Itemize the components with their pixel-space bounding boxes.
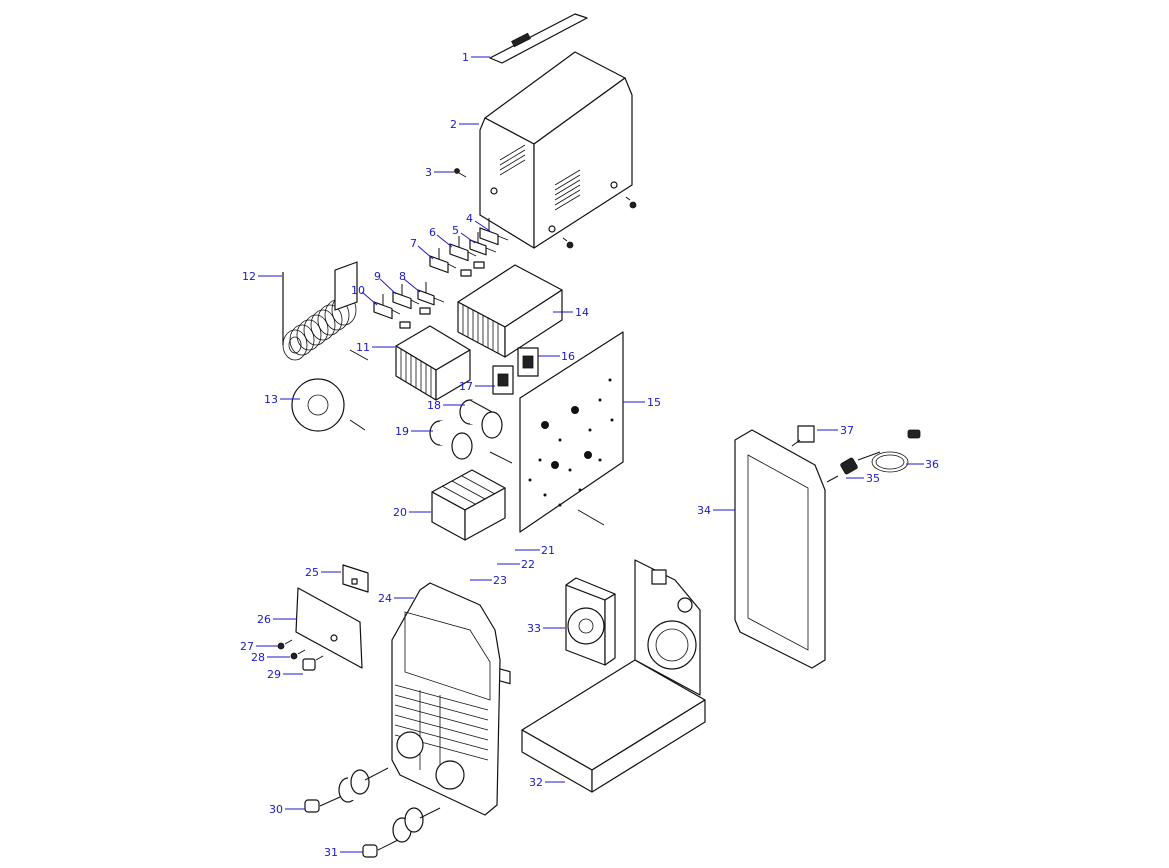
part-cover-screw (454, 168, 637, 249)
callout-6: 6 (429, 226, 453, 248)
callout-23: 23 (470, 574, 507, 587)
callout-16: 16 (538, 350, 575, 363)
part-capacitors (429, 399, 513, 464)
part-handle-strap (489, 13, 588, 64)
callout-number: 18 (427, 399, 441, 412)
callout-10: 10 (351, 284, 378, 306)
callout-number: 34 (697, 504, 711, 517)
callout-number: 25 (305, 566, 319, 579)
callout-34: 34 (697, 504, 735, 517)
callout-37: 37 (817, 424, 854, 437)
callout-number: 20 (393, 506, 407, 519)
callout-number: 11 (356, 341, 370, 354)
callout-number: 17 (459, 380, 473, 393)
part-control-board (342, 564, 369, 593)
callout-number: 27 (240, 640, 254, 653)
part-top-cover (479, 51, 633, 249)
callout-35: 35 (846, 472, 880, 485)
callout-3: 3 (425, 166, 454, 179)
callout-number: 2 (450, 118, 457, 131)
callout-7: 7 (410, 237, 434, 260)
callout-8: 8 (399, 270, 421, 293)
callout-19: 19 (395, 425, 433, 438)
callout-number: 7 (410, 237, 417, 250)
callout-number: 1 (462, 51, 469, 64)
callout-12: 12 (242, 270, 282, 283)
callout-1: 1 (462, 51, 490, 64)
part-transformers (492, 347, 539, 395)
callout-number: 9 (374, 270, 381, 283)
part-transistors (373, 218, 509, 329)
callout-number: 10 (351, 284, 365, 297)
callout-number: 26 (257, 613, 271, 626)
part-base-chassis (521, 559, 706, 793)
callout-number: 12 (242, 270, 256, 283)
callout-number: 35 (866, 472, 880, 485)
callout-number: 6 (429, 226, 436, 239)
callout-32: 32 (529, 776, 565, 789)
callout-31: 31 (324, 846, 363, 859)
callout-14: 14 (553, 306, 589, 319)
callout-number: 4 (466, 212, 473, 225)
callout-number: 37 (840, 424, 854, 437)
part-heatsink-20 (431, 469, 506, 541)
callout-24: 24 (378, 592, 414, 605)
callout-25: 25 (305, 566, 341, 579)
part-rear-fittings (791, 425, 921, 475)
callout-26: 26 (257, 613, 297, 626)
callout-30: 30 (269, 803, 305, 816)
callout-number: 24 (378, 592, 392, 605)
callout-number: 29 (267, 668, 281, 681)
callout-number: 23 (493, 574, 507, 587)
callout-number: 8 (399, 270, 406, 283)
part-rear-panel (734, 429, 839, 669)
callout-18: 18 (427, 399, 465, 412)
callout-36: 36 (906, 458, 939, 471)
part-heatsink-14 (457, 264, 563, 358)
callout-number: 19 (395, 425, 409, 438)
callout-number: 5 (452, 224, 459, 237)
part-main-pcb (519, 331, 624, 533)
callout-22: 22 (497, 558, 535, 571)
callouts: 1 2 3 4 5 6 7 8 9 10 11 12 13 14 15 16 1… (240, 51, 939, 859)
callout-number: 28 (251, 651, 265, 664)
callout-4: 4 (466, 212, 491, 232)
callout-number: 30 (269, 803, 283, 816)
callout-13: 13 (264, 393, 300, 406)
callout-28: 28 (251, 651, 290, 664)
callout-15: 15 (623, 396, 661, 409)
callout-number: 3 (425, 166, 432, 179)
part-output-sockets (304, 767, 441, 858)
callout-21: 21 (515, 544, 555, 557)
callout-number: 31 (324, 846, 338, 859)
callout-5: 5 (452, 224, 476, 244)
part-front-fittings (277, 639, 324, 671)
callout-11: 11 (356, 341, 395, 354)
callout-number: 16 (561, 350, 575, 363)
part-heatsink-11 (349, 325, 471, 401)
callout-33: 33 (527, 622, 565, 635)
part-cooling-fan (565, 577, 616, 666)
callout-number: 15 (647, 396, 661, 409)
callout-number: 14 (575, 306, 589, 319)
callout-number: 22 (521, 558, 535, 571)
part-front-plate (295, 587, 363, 669)
callout-20: 20 (393, 506, 431, 519)
callout-number: 36 (925, 458, 939, 471)
callout-27: 27 (240, 640, 278, 653)
part-front-panel (391, 582, 501, 816)
callout-17: 17 (459, 380, 495, 393)
part-toroid (291, 261, 366, 432)
callout-2: 2 (450, 118, 479, 131)
callout-number: 21 (541, 544, 555, 557)
part-coil (282, 272, 357, 361)
callout-number: 32 (529, 776, 543, 789)
callout-9: 9 (374, 270, 397, 295)
callout-number: 33 (527, 622, 541, 635)
callout-29: 29 (267, 668, 303, 681)
callout-number: 13 (264, 393, 278, 406)
